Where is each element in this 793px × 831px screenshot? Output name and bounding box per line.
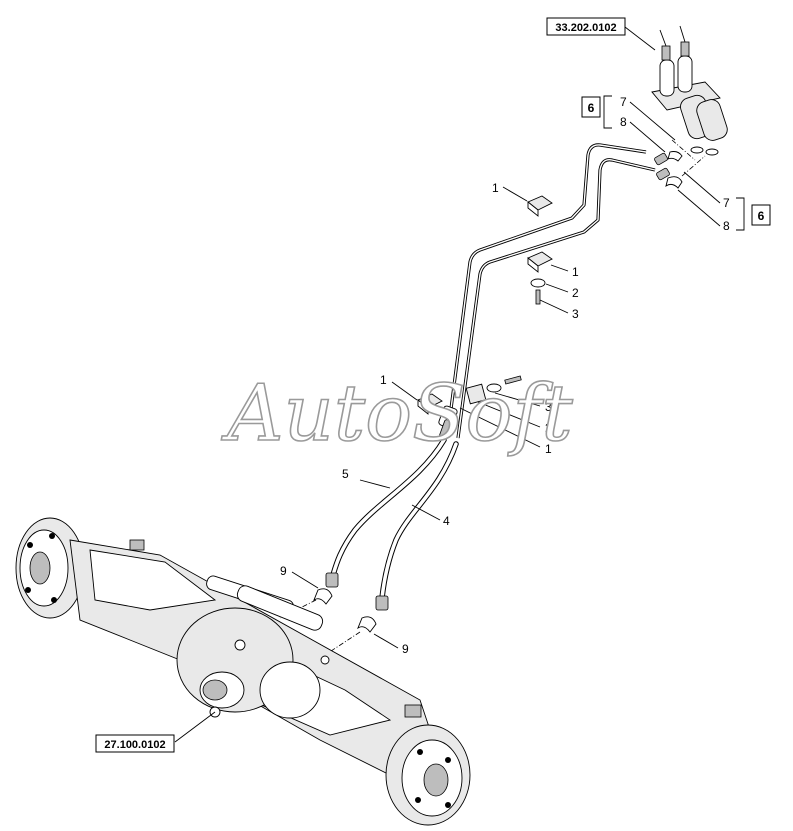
callout-3-mid: 3: [572, 307, 579, 321]
callout-8-left: 8: [620, 115, 627, 129]
callout-2-mid: 2: [572, 286, 579, 300]
callout-8-right: 8: [723, 219, 730, 233]
callout-2-low: 2: [545, 421, 552, 435]
control-valve-drawing: [651, 25, 728, 156]
ref-label-axle: 27.100.0102: [104, 739, 165, 751]
callout-1-low-left: 1: [380, 373, 387, 387]
callout-9-left: 9: [280, 564, 287, 578]
front-axle-drawing: [15, 517, 471, 826]
callout-1-top: 1: [492, 181, 499, 195]
callout-1-mid: 1: [572, 265, 579, 279]
callout-1-low-right: 1: [545, 442, 552, 456]
box-label-6-right: 6: [758, 209, 765, 223]
rigid-pipes: [446, 143, 656, 439]
callout-3-low: 3: [545, 400, 552, 414]
clip-set-upper: 1 1 2 3: [492, 181, 579, 321]
callout-9-right: 9: [402, 642, 409, 656]
ref-label-valve-group: 33.202.0102: [555, 22, 616, 34]
ref-box-valve-group[interactable]: 33.202.0102: [546, 17, 626, 36]
clip-set-lower: 1 3 2 1: [380, 373, 552, 456]
callout-group-upper-left: 6 7 8: [581, 95, 676, 153]
callout-4: 4: [443, 514, 450, 528]
ref-box-axle[interactable]: 27.100.0102: [95, 734, 175, 753]
fitting-elbows: [654, 139, 706, 189]
box-label-6-upper: 6: [588, 101, 595, 115]
watermark-text: AutoSoft: [221, 369, 573, 459]
flexible-hoses: 5 4 9 9: [279, 437, 459, 656]
callout-7-left: 7: [620, 95, 627, 109]
callout-5: 5: [342, 467, 349, 481]
callout-group-upper-right: 7 8 6: [677, 171, 771, 233]
callout-7-right: 7: [723, 196, 730, 210]
